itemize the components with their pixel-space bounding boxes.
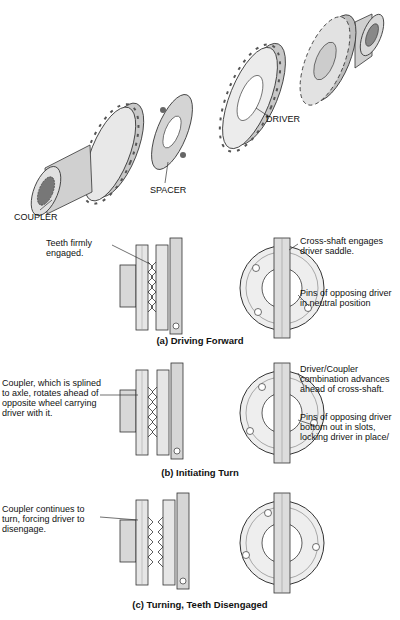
exploded-view [232,72,269,124]
panel-b [120,370,148,455]
note: Coupler, which is splined to axle, rotat… [2,378,102,418]
note: Pins of opposing driver in neutral posit… [300,288,396,308]
panel-b [247,428,254,435]
exploded-view [363,22,381,48]
panel-c [180,578,186,584]
panel-caption: (a) Driving Forward [110,336,290,346]
part-name: DRIVER [266,114,326,124]
panel-b [174,448,180,454]
panel-a [289,244,298,250]
panel-a [120,245,148,330]
panel-b [157,370,169,455]
panel-c [265,510,272,517]
panel-a [156,245,168,330]
exploded-view [309,39,341,83]
panel-c [100,517,138,520]
panel-c [313,544,320,551]
panel-a [170,238,182,334]
leader-line [40,200,52,210]
panel-a [173,323,179,329]
note: Coupler continues to turn, forcing drive… [2,504,102,534]
panel-b [171,363,183,459]
panel-c [163,500,175,585]
note: Driver/Coupler combination advances ahea… [300,364,398,394]
panel-b [100,395,138,396]
exploded-view [207,37,292,160]
panel-b [100,363,324,463]
leader-line [40,108,268,210]
panel-c [243,552,250,559]
panel-a [112,245,150,264]
part-name: SPACER [150,185,210,195]
panel-a [112,238,324,338]
panel-b [259,384,266,391]
panel-c [240,493,324,593]
note: Cross-shaft engages driver saddle. [300,236,396,256]
panel-c [177,493,189,589]
exploded-view [160,107,166,113]
exploded-view [180,152,186,158]
panel-a [112,244,309,306]
panel-caption: (c) Turning, Teeth Disengaged [100,600,300,610]
panel-b [100,373,313,425]
exploded-view [143,89,201,174]
panel-c [100,493,324,593]
panel-c [158,517,163,567]
panel-b [152,387,157,437]
note: Teeth firmly engaged. [46,238,114,258]
note: Pins of opposing driver bottom out in sl… [300,412,398,442]
panel-c [148,517,153,567]
leader-line [165,162,168,183]
exploded-view [25,9,388,220]
panel-c [100,517,138,520]
exploded-view [355,11,388,59]
panel-caption: (b) Initiating Turn [110,468,290,478]
panel-a [151,262,156,312]
exploded-view [159,114,185,151]
panel-a [253,265,260,272]
exploded-view [34,174,58,207]
panel-a [255,309,262,316]
exploded-view [211,40,289,155]
panel-c [120,500,148,585]
part-name: COUPLER [14,212,84,222]
exploded-view [290,10,360,111]
exploded-view [25,162,67,219]
